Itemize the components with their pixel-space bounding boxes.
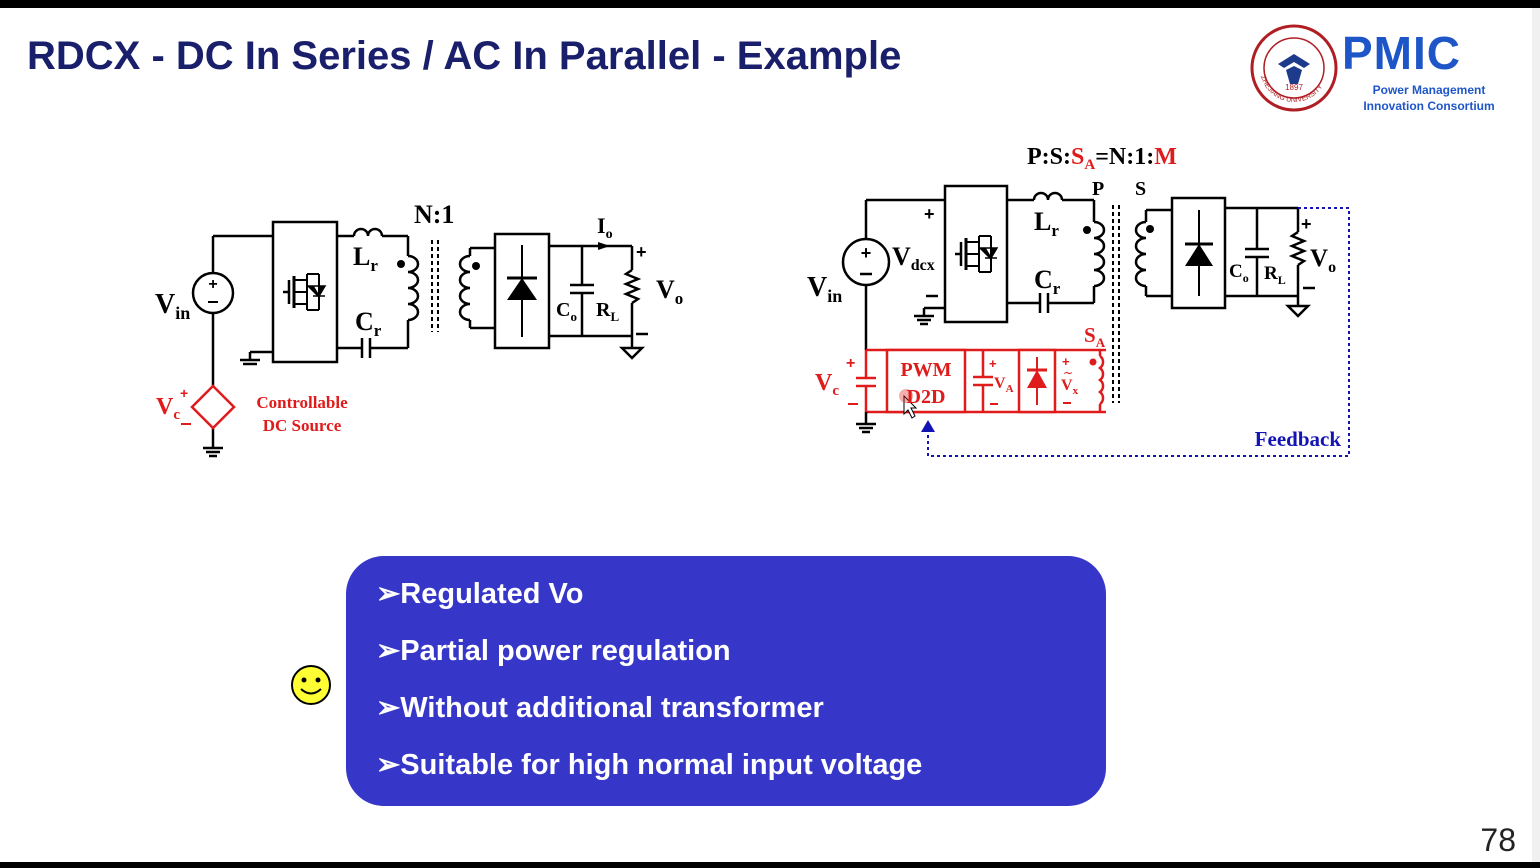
aux-circuit [856, 348, 1106, 414]
left-ratio-label: N:1 [414, 200, 454, 229]
pmic-brand: PMIC [1342, 27, 1461, 79]
svg-text:+: + [846, 355, 855, 372]
vx-tilde: ~ [1063, 366, 1073, 380]
right-edge [1532, 8, 1540, 862]
secondary-s-label: S [1135, 178, 1146, 200]
bottom-border [0, 862, 1540, 868]
right-co-label: Co [1229, 261, 1249, 285]
svg-text:+: + [180, 385, 188, 401]
source-line1: Controllable [256, 393, 348, 412]
smiley-icon [291, 665, 331, 705]
pwm-label: PWM [900, 359, 951, 381]
va-label: VA [994, 375, 1014, 395]
svg-text:+: + [989, 356, 997, 371]
svg-text:+: + [1301, 214, 1312, 234]
left-rl-label: RL [596, 299, 619, 324]
vdcx-label: Vdcx [892, 242, 935, 274]
right-vin-label: Vin [807, 272, 842, 306]
top-border [0, 0, 1540, 8]
vx-label: Vx [1061, 377, 1079, 397]
left-io-label: Io [597, 213, 613, 242]
pmic-subtitle: Power Management Innovation Consortium [1344, 82, 1514, 114]
bullet-high-input: ➢Suitable for high normal input voltage [376, 749, 923, 781]
bullet-no-transformer: ➢Without additional transformer [376, 692, 824, 724]
feedback-label: Feedback [1255, 427, 1342, 451]
advantages-box: ➢Regulated Vo ➢Partial power regulation … [346, 556, 1106, 806]
bullet-regulated-vo: ➢Regulated Vo [376, 578, 584, 610]
source-line2: DC Source [263, 416, 342, 435]
right-cr-label: Cr [1034, 265, 1061, 298]
svg-text:+: + [861, 243, 872, 263]
page-number: 78 [1480, 822, 1516, 858]
left-vc-label: Vc [156, 394, 180, 423]
svg-text:+: + [636, 242, 647, 262]
left-co-label: Co [556, 299, 577, 324]
right-vo-label: Vo [1310, 245, 1336, 276]
right-circuit [841, 184, 1312, 403]
left-lr-label: Lr [353, 242, 378, 275]
seal-year: 1897 [1285, 83, 1303, 92]
svg-text:+: + [1062, 354, 1070, 369]
right-vc-label: Vc [815, 370, 839, 399]
primary-p-label: P [1092, 178, 1104, 200]
pmic-line2: Innovation Consortium [1363, 99, 1495, 113]
slide-title: RDCX - DC In Series / AC In Parallel - E… [27, 34, 902, 78]
right-rl-label: RL [1264, 263, 1286, 287]
d2d-label: D2D [907, 386, 946, 408]
svg-text:+: + [208, 276, 217, 293]
left-cr-label: Cr [355, 307, 382, 340]
left-circuit [191, 220, 646, 458]
left-vin-label: Vin [155, 289, 190, 323]
zju-seal-logo: 1897 ZHEJIANG UNIVERSITY [1250, 24, 1338, 112]
sa-label: SA [1084, 323, 1106, 350]
pmic-line1: Power Management [1372, 83, 1486, 97]
svg-text:+: + [924, 204, 935, 224]
right-lr-label: Lr [1034, 207, 1059, 240]
left-vo-label: Vo [656, 275, 683, 308]
ratio-label: P:S:SA=N:1:M [1027, 144, 1177, 173]
bullet-partial-power: ➢Partial power regulation [376, 635, 731, 667]
